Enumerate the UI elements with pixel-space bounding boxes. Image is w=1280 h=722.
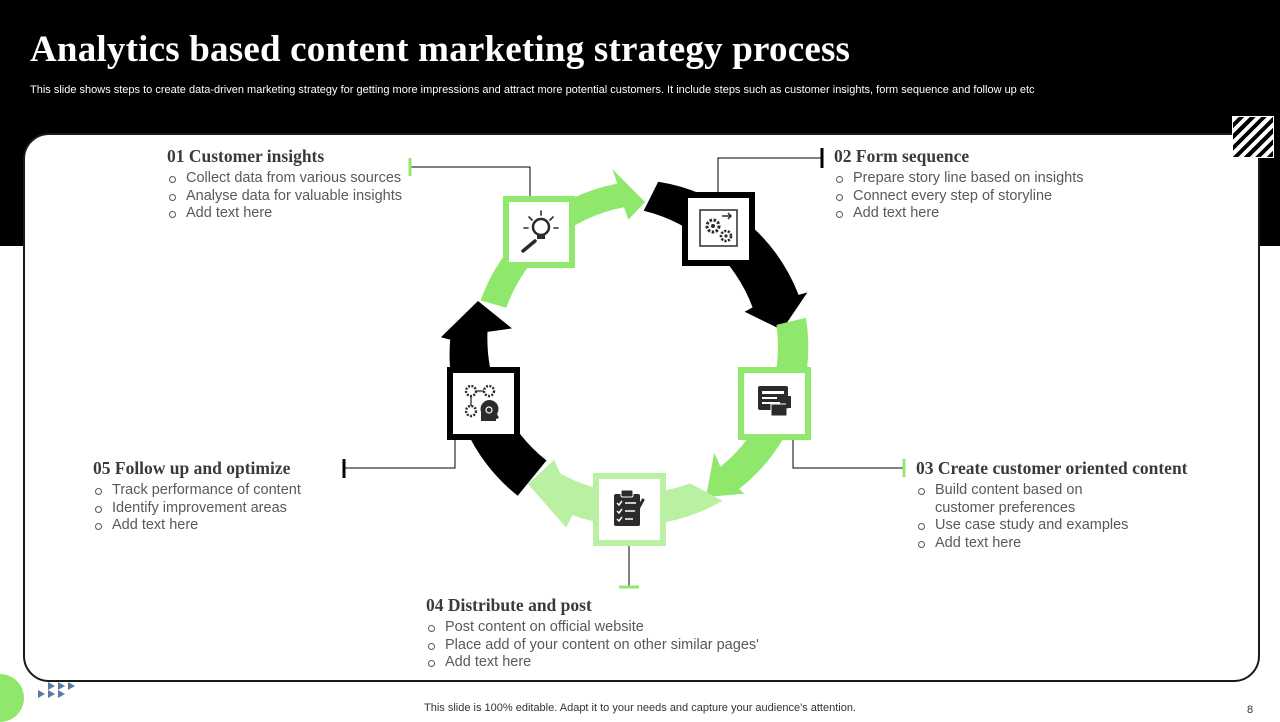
step-2-list: Prepare story line based on insights Con… <box>834 170 1084 223</box>
content-monitor-icon <box>758 386 791 417</box>
step-3-item-2: Use case study and examples <box>916 517 1128 535</box>
step-3: 03 Create customer oriented content Buil… <box>916 458 1246 552</box>
page-number: 8 <box>1247 704 1254 716</box>
step-2-item-3: Add text here <box>834 205 1084 223</box>
step-4-item-1: Post content on official website <box>426 619 759 637</box>
step-5-list: Track performance of content Identify im… <box>93 482 301 535</box>
slide-subtitle: This slide shows steps to create data-dr… <box>30 84 1035 96</box>
step-4-title: 04 Distribute and post <box>426 595 592 615</box>
step-4-item-2: Place add of your content on other simil… <box>426 637 759 655</box>
content-panel <box>23 133 1260 682</box>
cycle-arrow-1 <box>480 169 645 308</box>
step-2-item-1: Prepare story line based on insights <box>834 170 1084 188</box>
step-1: 01 Customer insights Collect data from v… <box>167 146 402 223</box>
step-5-item-2: Identify improvement areas <box>93 500 301 518</box>
step-3-title: 03 Create customer oriented content <box>916 458 1188 478</box>
step-5-title: 05 Follow up and optimize <box>93 458 291 478</box>
step-1-title: 01 Customer insights <box>167 146 325 166</box>
step-4-list: Post content on official website Place a… <box>426 619 759 672</box>
step-1-item-2: Analyse data for valuable insights <box>167 188 402 206</box>
step-3-item-3: Add text here <box>916 535 1116 553</box>
step-3-item-1: Build content based on customer preferen… <box>916 482 1116 517</box>
step-2-item-2: Connect every step of storyline <box>834 188 1084 206</box>
icon-box-1 <box>503 196 575 268</box>
hatch-pattern-icon <box>1232 116 1274 158</box>
lightbulb-magnifier-icon <box>521 210 559 253</box>
step-2: 02 Form sequence Prepare story line base… <box>834 146 1084 223</box>
icon-box-2 <box>682 192 755 266</box>
icon-box-5 <box>447 367 520 440</box>
step-1-item-1: Collect data from various sources <box>167 170 402 188</box>
clipboard-checklist-icon <box>614 489 645 526</box>
gears-flow-icon <box>699 209 738 247</box>
step-5: 05 Follow up and optimize Track performa… <box>93 458 301 535</box>
step-1-item-3: Add text here <box>167 205 402 223</box>
footer-text: This slide is 100% editable. Adapt it to… <box>424 702 856 714</box>
step-3-list: Build content based on customer preferen… <box>916 482 1128 553</box>
connector-lines <box>342 148 906 589</box>
step-4: 04 Distribute and post Post content on o… <box>426 595 759 672</box>
step-5-item-1: Track performance of content <box>93 482 301 500</box>
slide-title: Analytics based content marketing strate… <box>30 29 851 70</box>
cycle-arrow-3 <box>706 317 809 497</box>
step-2-title: 02 Form sequence <box>834 146 970 166</box>
gears-head-icon <box>464 384 499 421</box>
icon-box-4 <box>593 473 666 546</box>
step-1-list: Collect data from various sources Analys… <box>167 170 402 223</box>
icon-box-3 <box>738 367 811 440</box>
step-4-item-3: Add text here <box>426 654 759 672</box>
step-5-item-3: Add text here <box>93 517 301 535</box>
